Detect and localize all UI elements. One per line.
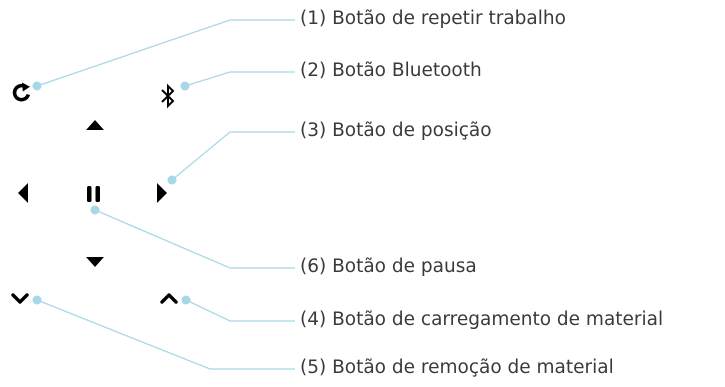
leader-dot-repeat xyxy=(32,81,42,91)
label-load-material-button: (4) Botão de carregamento de material xyxy=(300,309,664,330)
leader-dot-unload xyxy=(32,295,42,305)
arrow-up-icon[interactable] xyxy=(85,119,105,131)
leader-line-pause xyxy=(94,209,295,269)
bluetooth-icon[interactable] xyxy=(160,83,176,109)
arrow-left-icon[interactable] xyxy=(17,182,29,204)
leader-dot-bluetooth xyxy=(180,81,190,91)
label-position-button: (3) Botão de posição xyxy=(300,120,492,141)
leader-line-unload xyxy=(36,299,295,370)
leader-line-repeat xyxy=(36,19,295,87)
pause-icon[interactable] xyxy=(86,185,102,203)
leader-dot-pause xyxy=(90,205,100,215)
label-repeat-button: (1) Botão de repetir trabalho xyxy=(300,8,566,29)
leader-line-bluetooth xyxy=(184,71,295,87)
chevron-down-icon[interactable] xyxy=(11,293,29,305)
label-bluetooth-button: (2) Botão Bluetooth xyxy=(300,60,482,81)
leader-dot-load xyxy=(181,295,191,305)
leader-line-position xyxy=(171,131,295,181)
label-pause-button: (6) Botão de pausa xyxy=(300,256,477,277)
arrow-right-icon[interactable] xyxy=(156,182,168,204)
arrow-down-icon[interactable] xyxy=(85,256,105,268)
leader-line-load xyxy=(185,299,295,322)
chevron-up-icon[interactable] xyxy=(160,292,178,304)
leader-dot-position xyxy=(167,175,177,185)
label-unload-material-button: (5) Botão de remoção de material xyxy=(300,357,614,378)
repeat-icon[interactable] xyxy=(11,82,33,104)
